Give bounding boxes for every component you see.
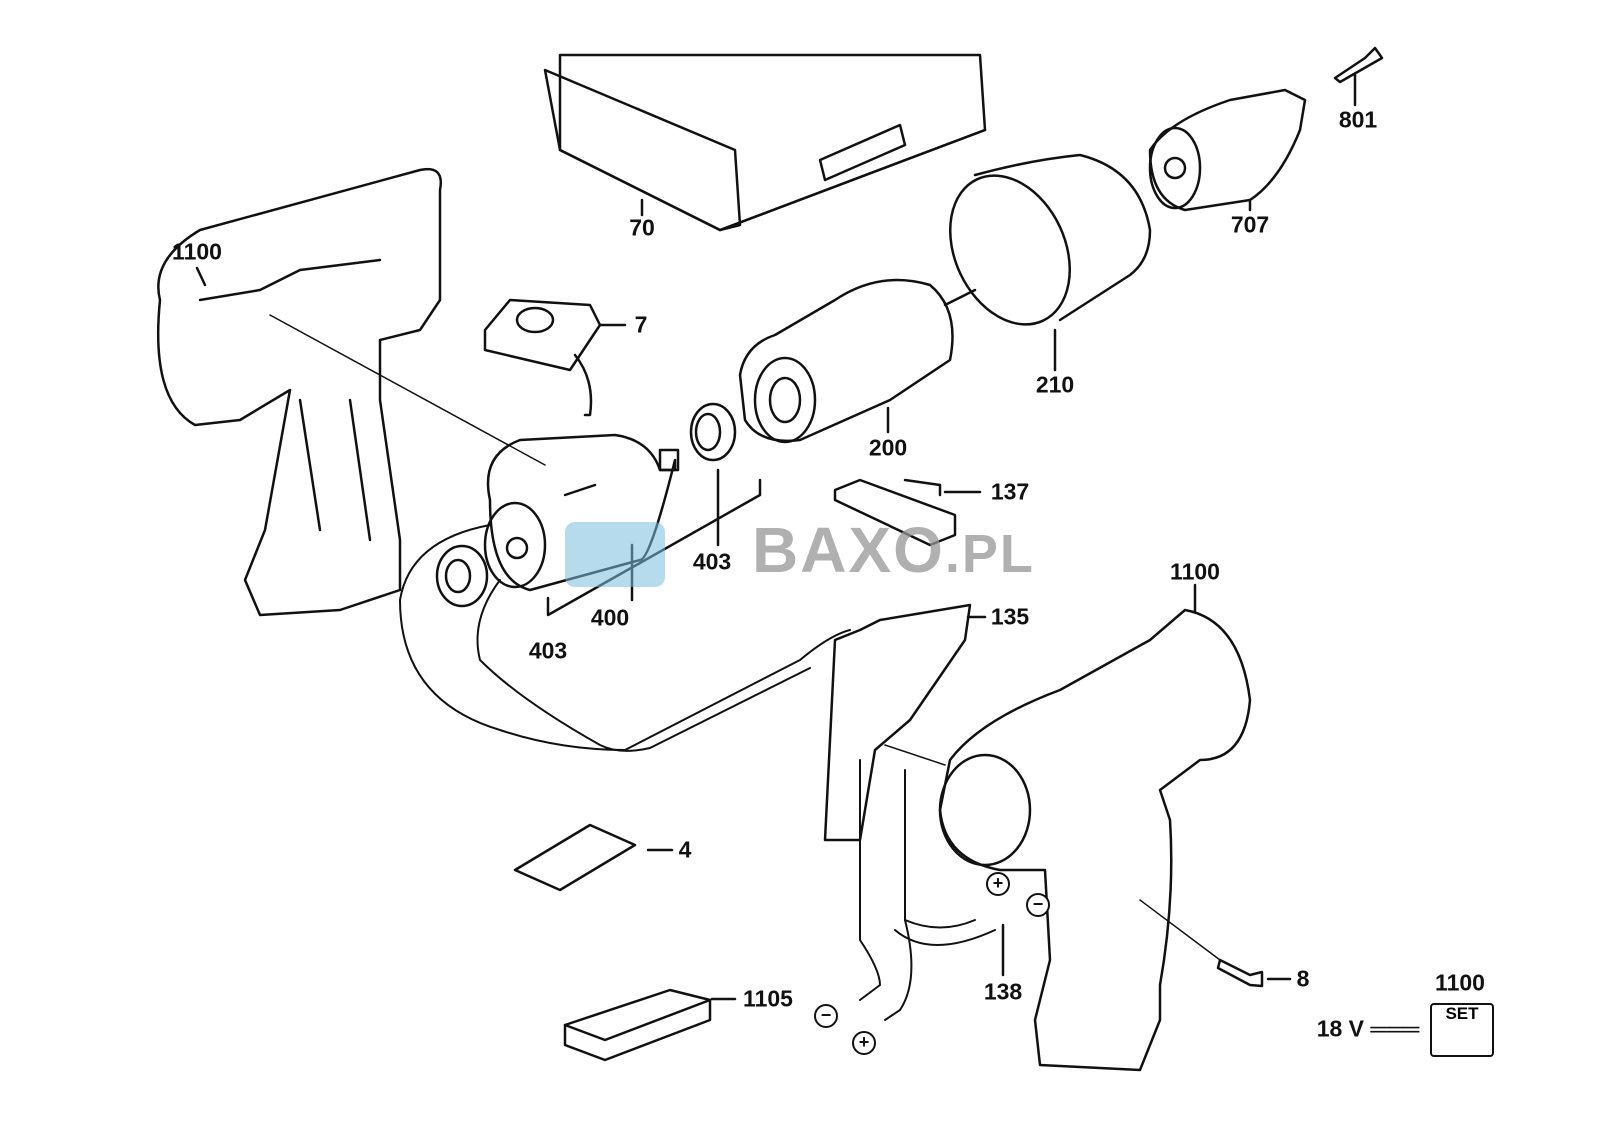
motor: [483, 433, 680, 592]
part-label-1100-left: 1100: [172, 238, 222, 265]
trigger-switch: [823, 603, 987, 842]
direction-switch-part: [483, 298, 627, 417]
part-label-210: 210: [1035, 371, 1075, 398]
housing-half-right: [884, 583, 1252, 1072]
contact-holder: [563, 988, 737, 1062]
part-label-1100-right: 1100: [1170, 558, 1220, 585]
part-label-4: 4: [678, 836, 692, 863]
part-label-1105: 1105: [743, 985, 793, 1012]
gearbox: [738, 278, 977, 444]
set-badge-icon: SET: [1430, 1003, 1494, 1057]
part-label-135: 135: [990, 603, 1030, 630]
carrying-case: [543, 53, 987, 232]
part-label-200: 200: [868, 434, 908, 461]
part-label-801: 801: [1338, 106, 1378, 133]
part-label-138: 138: [983, 978, 1023, 1005]
part-label-1100-set: 1100: [1435, 969, 1485, 996]
part-label-70: 70: [629, 214, 655, 241]
minus-terminal-icon: −: [814, 1004, 838, 1028]
part-label-8: 8: [1296, 965, 1310, 992]
watermark: BAXO.PL: [752, 515, 1035, 589]
part-label-400: 400: [590, 604, 630, 631]
minus-terminal-icon: −: [1026, 893, 1050, 917]
part-label-7: 7: [634, 311, 648, 338]
part-label-403-bottom: 403: [528, 637, 568, 664]
label-plate: [513, 823, 674, 892]
wires: [399, 524, 996, 1021]
watermark-suffix: .PL: [944, 524, 1035, 584]
watermark-brand: BAXO: [752, 514, 945, 586]
part-label-403-top: 403: [692, 548, 732, 575]
plus-terminal-icon: +: [986, 872, 1010, 896]
front-housing: [948, 153, 1152, 372]
set-badge-text: SET: [1445, 1004, 1479, 1023]
drill-chuck: [1148, 88, 1307, 212]
voltage-label: 18 V ═══: [1316, 1015, 1420, 1042]
watermark-logo-icon: [565, 522, 665, 587]
chuck-screw: [1333, 46, 1384, 107]
switch-slider: [833, 478, 982, 547]
housing-screw: [1216, 958, 1292, 988]
part-label-137: 137: [990, 478, 1030, 505]
plus-terminal-icon: +: [852, 1031, 876, 1055]
part-label-707: 707: [1230, 211, 1270, 238]
housing-half-left: [156, 167, 546, 617]
